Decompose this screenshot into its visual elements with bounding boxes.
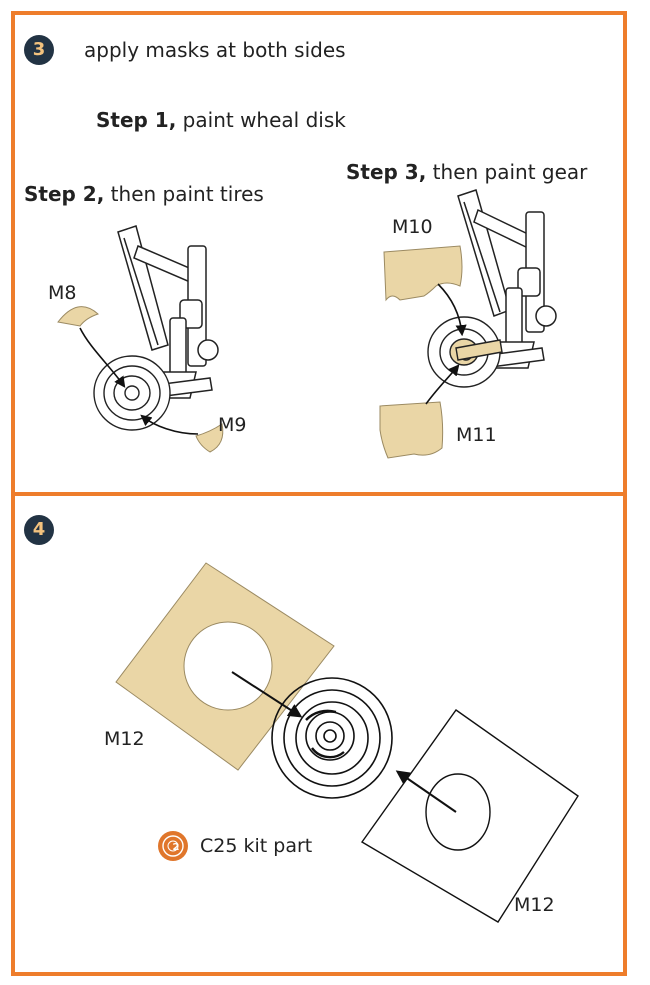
- m12-mask-right: [360, 709, 579, 923]
- wheel-left: [93, 355, 171, 431]
- m11-mask: [379, 401, 444, 459]
- arrow-m11: [425, 364, 460, 405]
- kit-part-icon-number: 2: [173, 842, 180, 853]
- arrow-right-mask: [395, 770, 457, 813]
- step-3-text: then paint gear: [426, 160, 588, 184]
- m12-mask-left: [115, 562, 335, 771]
- step-2-text: then paint tires: [104, 182, 264, 206]
- step-1-text: paint wheal disk: [176, 108, 346, 132]
- arrow-m9: [140, 414, 199, 435]
- m8-label: M8: [48, 282, 77, 304]
- landing-gear-right: [457, 189, 557, 371]
- arrow-m10: [437, 283, 467, 337]
- step-2-caption: Step 2, then paint tires: [24, 182, 264, 206]
- kit-part-icon: [158, 831, 188, 861]
- m12-right-label: M12: [514, 894, 555, 916]
- m8-mask: [57, 306, 99, 327]
- kit-part-label: C25 kit part: [200, 835, 313, 857]
- m9-mask: [195, 423, 224, 453]
- m12-left-label: M12: [104, 728, 145, 750]
- wheel-disk-part: [271, 677, 393, 799]
- m10-label: M10: [392, 216, 433, 238]
- step-3-instruction: apply masks at both sides: [84, 38, 346, 62]
- m9-label: M9: [218, 414, 247, 436]
- step-4-panel: [11, 492, 627, 976]
- step-1-caption: Step 1, paint wheal disk: [96, 108, 346, 132]
- step-1-bold: Step 1,: [96, 108, 177, 132]
- m10-mask: [383, 245, 463, 302]
- m11-label: M11: [456, 424, 497, 446]
- step-3-badge: 3: [24, 35, 54, 65]
- wheel-right: [427, 316, 503, 388]
- step-3-bold: Step 3,: [346, 160, 427, 184]
- arrow-m8: [79, 327, 126, 388]
- step-3-caption: Step 3, then paint gear: [346, 160, 587, 184]
- step-4-badge: 4: [24, 515, 54, 545]
- step-2-bold: Step 2,: [24, 182, 105, 206]
- arrow-left-mask: [231, 671, 303, 718]
